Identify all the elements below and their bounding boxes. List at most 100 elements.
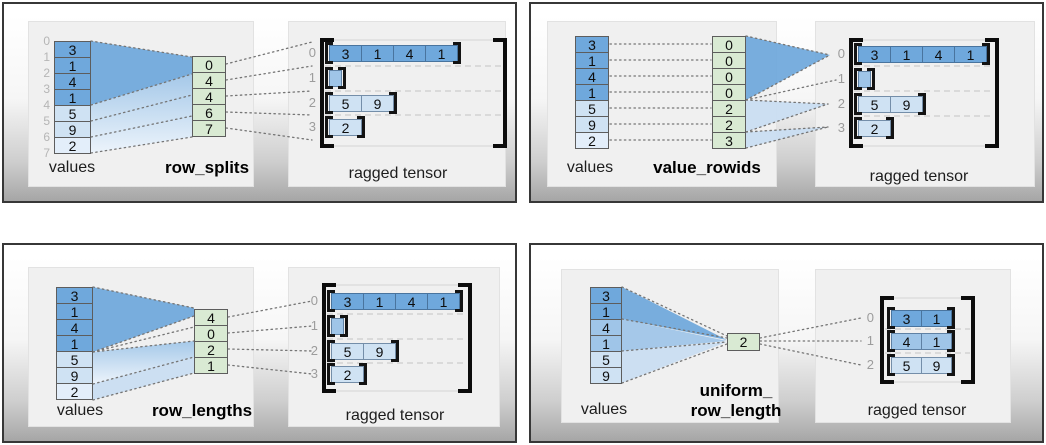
tensor-row-index: 3 [308,119,316,134]
row-bracket-right [947,307,955,329]
tensor-outer-bracket-right [458,283,472,393]
ragged-tensor-label: ragged tensor [869,168,969,185]
row-bracket-right [918,93,926,115]
tensor-cell: 4 [891,333,922,350]
tensor-outer-bracket-left [322,283,336,393]
tensor-row-index: 0 [866,310,874,325]
row-bracket-right [947,354,955,376]
tensor-row-index: 1 [837,71,845,86]
value-cell: 1 [54,89,91,106]
method-cell: 1 [194,357,228,374]
value-cell: 9 [56,367,93,384]
tensor-row-index: 3 [837,120,845,135]
value-cell: 4 [54,73,91,90]
method-cell: 0 [712,52,746,69]
value-cell: 9 [54,121,91,138]
method-label-row-splits: row_splits [164,158,250,177]
tensor-row-index: 1 [310,318,318,333]
value-cell: 1 [54,57,91,74]
tensor-outer-bracket-left [880,296,894,384]
method-cell: 6 [192,104,226,121]
value-cell: 5 [54,105,91,122]
value-index-label: 2 [43,66,50,80]
tensor-row-index: 1 [866,333,874,348]
tensor-row-index: 3 [310,366,318,381]
value-cell: 5 [56,351,93,368]
tensor-row-index: 0 [308,45,316,60]
value-cell: 4 [575,68,609,85]
value-index-label: 3 [43,82,50,96]
tensor-cell: 1 [363,293,396,310]
row-bracket-right [359,363,367,385]
tensor-cell: 1 [890,46,923,63]
method-cell: 4 [194,309,228,326]
value-index-label: 6 [43,130,50,144]
value-cell: 2 [575,132,609,149]
ragged-tensor-label: ragged tensor [345,407,445,424]
method-cell: 0 [712,68,746,85]
tensor-outer-bracket-left [849,38,863,148]
row-bracket-right [947,330,955,352]
method-cell: 3 [712,132,746,149]
tensor-cell: 3 [891,310,922,327]
tensor-row-index: 0 [310,293,318,308]
method-label-value-rowids: value_rowids [653,158,761,177]
row-bracket-right [867,68,875,90]
value-cell: 3 [56,287,93,304]
value-cell: 1 [590,335,622,352]
tensor-cell: 5 [891,357,922,374]
ragged-tensor-label: ragged tensor [348,165,448,182]
tensor-outer-bracket-right [493,38,507,148]
tensor-row-index: 2 [308,95,316,110]
values-label: values [566,159,614,176]
value-cell: 1 [575,52,609,69]
method-cell: 2 [712,100,746,117]
method-cell: 2 [194,341,228,358]
row-bracket-right [338,67,346,89]
tensor-row-index: 2 [837,96,845,111]
method-cell: 4 [192,88,226,105]
tensor-outer-bracket-left [320,38,334,148]
row-bracket-right [340,315,348,337]
tensor-row-index: 2 [310,343,318,358]
value-index-label: 4 [43,98,50,112]
row-bracket-right [391,340,399,362]
value-cell: 9 [575,116,609,133]
value-cell: 1 [56,303,93,320]
method-cell: 4 [192,72,226,89]
method-cell: 2 [727,333,760,351]
values-label: values [56,402,104,419]
panel-uniform-row-length: values uniform_ row_length ragged tensor… [529,243,1044,443]
row-bracket-right [886,117,894,139]
value-cell: 4 [56,319,93,336]
row-bracket-right [357,116,365,138]
row-bracket-right [453,42,461,64]
value-cell: 4 [590,319,622,336]
value-cell: 3 [590,287,622,304]
tensor-cell: 4 [922,46,955,63]
value-cell: 1 [575,84,609,101]
method-cell: 0 [712,36,746,53]
tensor-row-index: 0 [837,46,845,61]
value-cell: 1 [56,335,93,352]
value-index-label: 5 [43,114,50,128]
value-cell: 3 [575,36,609,53]
value-cell: 9 [590,367,622,384]
value-cell: 1 [590,303,622,320]
value-index-label: 1 [43,50,50,64]
tensor-cell: 4 [395,293,428,310]
row-bracket-right [389,92,397,114]
value-cell: 2 [56,383,93,400]
value-index-label: 0 [43,34,50,48]
tensor-outer-bracket-right [961,296,975,384]
method-label-row-lengths: row_lengths [151,401,253,420]
value-cell: 5 [575,100,609,117]
value-cell: 2 [54,137,91,154]
value-cell: 5 [590,351,622,368]
method-cell: 0 [194,325,228,342]
method-cell: 7 [192,120,226,137]
tensor-cell: 4 [393,45,426,62]
